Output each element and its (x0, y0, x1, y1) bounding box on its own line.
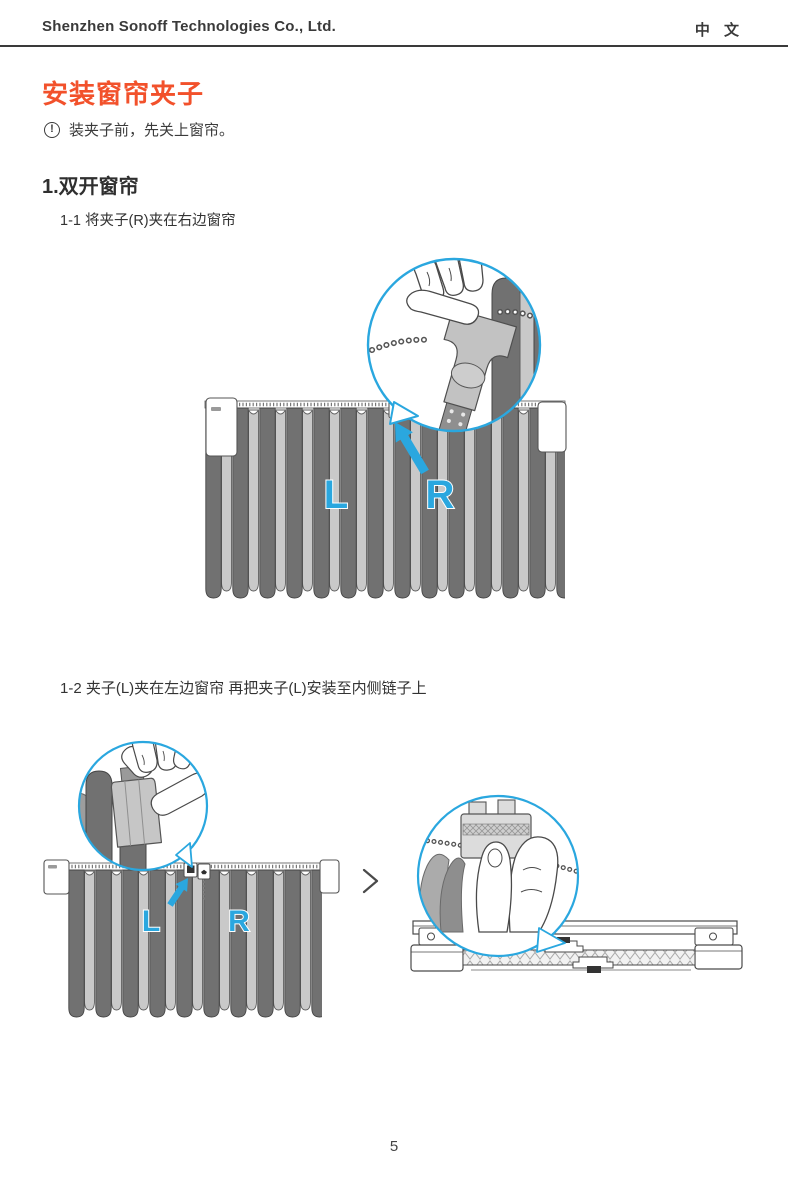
clip-marker-chain (197, 863, 211, 903)
magnifier-detail-pinch-clip (77, 740, 209, 872)
header-divider (0, 45, 788, 47)
page-title: 安装窗帘夹子 (42, 79, 205, 109)
chain-clip (460, 799, 532, 859)
magnifier-pointer (536, 927, 566, 953)
notice-row: ! 装夹子前，先关上窗帘。 (44, 119, 234, 140)
hand-illustration (406, 259, 484, 325)
curtain-endcap-right (537, 401, 567, 453)
figure-step-1-2-curtain: L R (43, 740, 340, 1018)
rail-endcap-left (410, 944, 464, 972)
curtain-right-label: R (426, 473, 455, 517)
magnifier-pointer (175, 842, 193, 868)
figure-step-1-2-rail (410, 794, 743, 973)
rail-endcap-right (694, 944, 743, 970)
curtain-panels (205, 406, 565, 600)
company-name: Shenzhen Sonoff Technologies Co., Ltd. (42, 18, 336, 35)
chevron-right-icon (362, 868, 379, 894)
sonoff-logo-mark (211, 407, 221, 411)
curtain-panels (68, 868, 322, 1018)
magnifier-detail-clip-on-chain (416, 794, 580, 958)
magnifier-pointer (389, 401, 419, 425)
figure-step-1-1: L R (204, 257, 567, 600)
hand-illustration (121, 742, 207, 816)
curtain-clip-r (438, 308, 518, 431)
clip-position-arrow (395, 422, 429, 475)
step-1-1-label: 1-1 将夹子(R)夹在右边窗帘 (60, 213, 236, 229)
curtain-motor-endcap-left (43, 859, 70, 895)
section-heading: 1.双开窗帘 (42, 176, 139, 198)
step-1-2-label: 1-2 夹子(L)夹在左边窗帘 再把夹子(L)安装至内侧链子上 (60, 680, 427, 697)
hand-illustration (475, 836, 559, 933)
curtain-left-label: L (324, 473, 348, 517)
curtain-right-label: R (228, 905, 250, 938)
curtain-clip-l (110, 765, 163, 848)
sonoff-logo-mark (48, 865, 57, 869)
chain-beads (369, 308, 539, 353)
curtain-endcap-right (319, 859, 340, 894)
curtain-motor-endcap-left (205, 397, 238, 457)
clip-position-arrow (167, 878, 188, 907)
page-number: 5 (389, 1138, 399, 1155)
language-label: 中 文 (694, 22, 744, 39)
exclamation-circle-icon: ! (44, 121, 60, 138)
curtain-left-label: L (142, 905, 160, 938)
notice-text: 装夹子前，先关上窗帘。 (69, 122, 235, 139)
